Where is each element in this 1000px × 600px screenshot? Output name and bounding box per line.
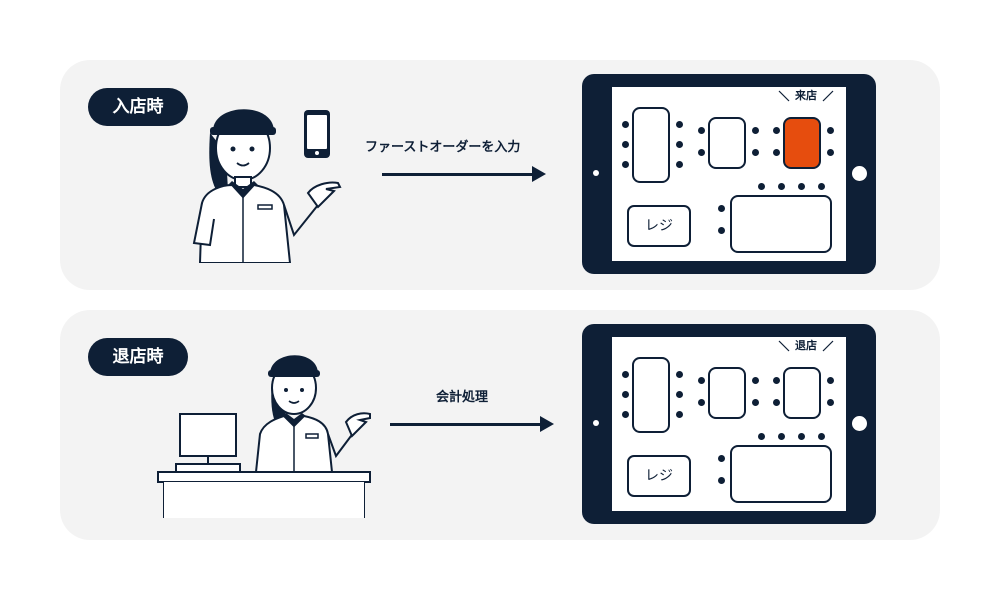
table-occupied-highlight	[783, 117, 821, 169]
seat-dot	[827, 399, 834, 406]
departure-table-layout-screen: 退店 レジ	[612, 337, 846, 511]
arrival-arrow	[382, 166, 546, 182]
tablet-home-button	[852, 166, 867, 181]
seat-dot	[778, 433, 785, 440]
seat-dot	[718, 477, 725, 484]
seat-dot	[676, 141, 683, 148]
seat-dot	[773, 399, 780, 406]
seat-dot	[622, 371, 629, 378]
table-wide	[730, 195, 832, 253]
staff-at-register-illustration	[157, 355, 371, 518]
seat-dot	[698, 127, 705, 134]
register-box: レジ	[627, 205, 691, 247]
table-long	[632, 357, 670, 433]
tablet-camera-dot	[593, 420, 599, 426]
seat-dot	[818, 183, 825, 190]
seat-dot	[622, 141, 629, 148]
tablet-camera-dot	[593, 170, 599, 176]
seat-dot	[773, 149, 780, 156]
seat-dot	[676, 411, 683, 418]
seat-dot	[698, 377, 705, 384]
arrival-tablet: 来店 レジ	[582, 74, 876, 274]
departure-arrow	[390, 416, 554, 432]
seat-dot	[698, 149, 705, 156]
seat-dot	[622, 161, 629, 168]
seat-dot	[718, 227, 725, 234]
departure-panel: 退店時 会計処理	[60, 310, 940, 540]
seat-dot	[773, 377, 780, 384]
arrival-panel: 入店時 ファーストオーダーを入力	[60, 60, 940, 290]
table-small	[708, 117, 746, 169]
seat-dot	[676, 371, 683, 378]
seat-dot	[698, 399, 705, 406]
arrival-action-label: ファーストオーダーを入力	[365, 140, 521, 155]
table-wide	[730, 445, 832, 503]
departure-action-label: 会計処理	[436, 390, 489, 405]
seat-dot	[622, 411, 629, 418]
seat-dot	[718, 205, 725, 212]
seat-dot	[622, 121, 629, 128]
seat-dot	[752, 399, 759, 406]
status-callout-marks	[778, 90, 834, 102]
arrival-table-layout-screen: 来店 レジ	[612, 87, 846, 261]
smartphone-icon	[304, 110, 330, 158]
seat-dot	[752, 377, 759, 384]
seat-dot	[773, 127, 780, 134]
seat-dot	[676, 391, 683, 398]
departure-tablet: 退店 レジ	[582, 324, 876, 524]
table-small	[708, 367, 746, 419]
seat-dot	[827, 149, 834, 156]
staff-with-phone-illustration	[192, 109, 342, 263]
arrival-status-callout: 来店	[795, 89, 817, 102]
arrival-tag: 入店時	[88, 88, 188, 126]
seat-dot	[818, 433, 825, 440]
seat-dot	[622, 391, 629, 398]
seat-dot	[827, 377, 834, 384]
seat-dot	[752, 127, 759, 134]
seat-dot	[676, 161, 683, 168]
seat-dot	[778, 183, 785, 190]
register-box: レジ	[627, 455, 691, 497]
seat-dot	[752, 149, 759, 156]
seat-dot	[798, 433, 805, 440]
departure-status-callout: 退店	[795, 339, 817, 352]
seat-dot	[827, 127, 834, 134]
seat-dot	[798, 183, 805, 190]
seat-dot	[758, 183, 765, 190]
table-vacated	[783, 367, 821, 419]
seat-dot	[758, 433, 765, 440]
tablet-home-button	[852, 416, 867, 431]
departure-tag: 退店時	[88, 338, 188, 376]
seat-dot	[718, 455, 725, 462]
table-long	[632, 107, 670, 183]
seat-dot	[676, 121, 683, 128]
status-callout-marks	[778, 340, 834, 352]
